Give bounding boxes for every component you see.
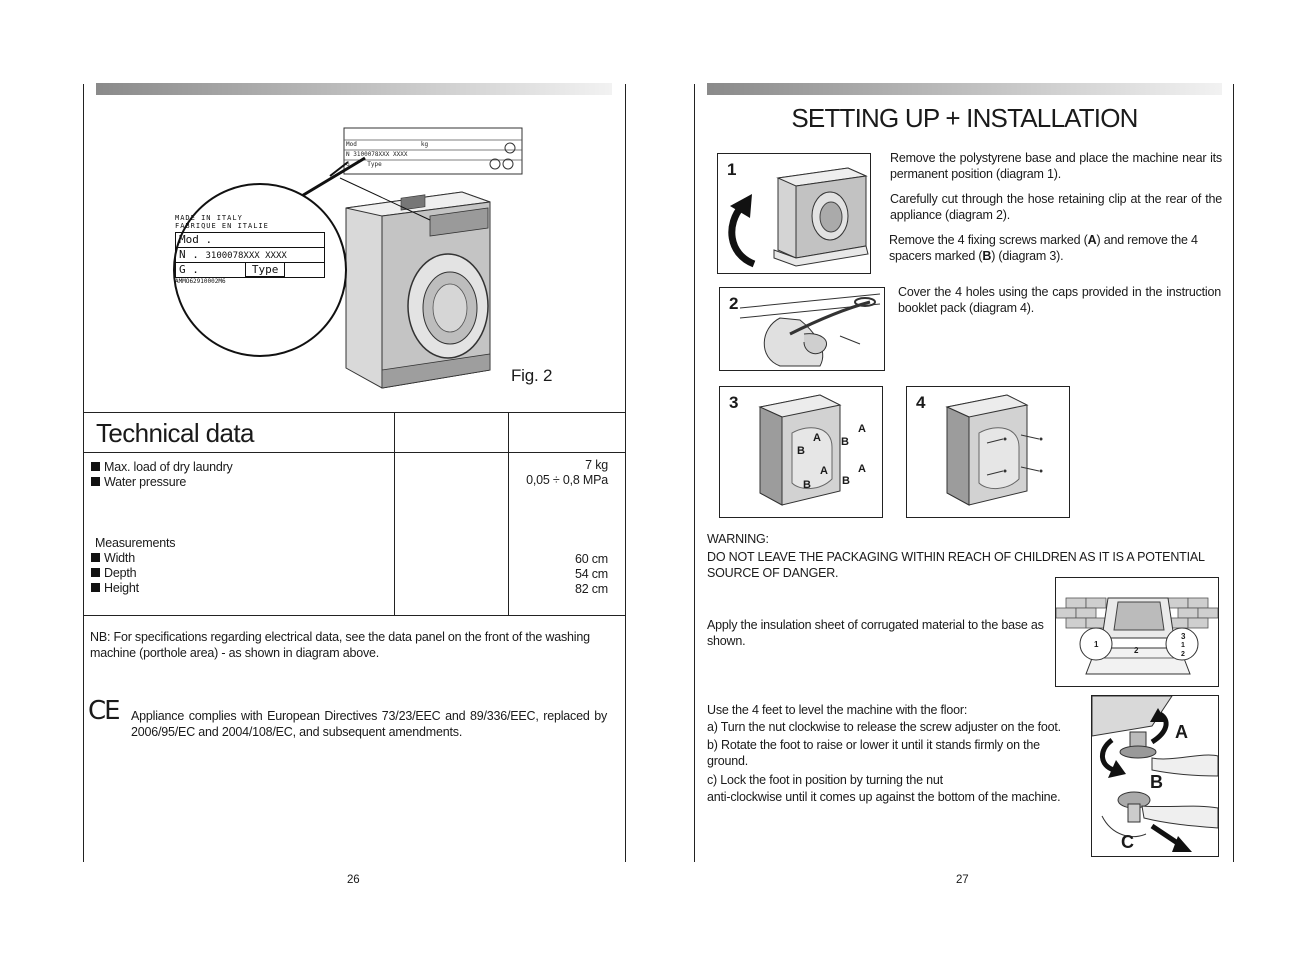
tech-value-max-load: 7 kg xyxy=(585,458,608,472)
table-col-divider-2 xyxy=(508,412,509,616)
plate-closeup-n-label: N xyxy=(179,248,186,261)
step-2-text: Carefully cut through the hose retaining… xyxy=(890,192,1222,222)
table-bottom-line xyxy=(83,615,626,616)
technical-data-heading: Technical data xyxy=(96,418,254,448)
page-number-right: 27 xyxy=(956,874,969,886)
fig2-label: Fig. 2 xyxy=(511,366,553,385)
diagram-3-label-a2: A xyxy=(858,423,866,435)
compliance-text: Appliance complies with European Directi… xyxy=(131,709,607,739)
table-header-line xyxy=(83,452,626,453)
step-3-marker-b: B xyxy=(982,249,992,263)
diagram-3-label-b1: B xyxy=(797,445,805,457)
bullet-square-icon xyxy=(91,583,100,592)
warning-text: DO NOT LEAVE THE PACKAGING WITHIN REACH … xyxy=(707,550,1205,580)
plate-small-n-value: 3100078XXX XXXX xyxy=(353,151,408,158)
right-page-border-left xyxy=(694,84,695,862)
left-page-border-right xyxy=(625,84,626,862)
feet-label-c: C xyxy=(1121,832,1134,852)
plate-small-kg-label: kg xyxy=(420,141,429,148)
diagram-3-label-a1: A xyxy=(813,432,821,444)
step-4-text: Cover the 4 holes using the caps provide… xyxy=(898,285,1221,315)
plate-closeup-type-label: Type xyxy=(244,262,286,277)
right-header-bar xyxy=(707,83,1222,95)
diagram-2-number: 2 xyxy=(729,294,739,313)
fig2-illustration xyxy=(160,120,530,390)
tech-row-width: Width xyxy=(91,550,135,566)
feet-label-b: B xyxy=(1150,772,1163,792)
tech-value-water-pressure: 0,05 ÷ 0,8 MPa xyxy=(526,473,608,487)
plate-closeup-line1: MADE IN ITALY xyxy=(175,214,243,222)
feet-intro: Use the 4 feet to level the machine with… xyxy=(707,703,968,717)
left-page-border-left xyxy=(83,84,84,862)
plate-closeup-line2: FABRIQUE EN ITALIE xyxy=(175,222,269,230)
feet-diagram: A B C xyxy=(1091,695,1219,857)
diagram-3-label-b2: B xyxy=(841,436,849,448)
plate-small-mod-label: Mod xyxy=(346,141,357,148)
plate-small: Mod kg N 3100078XXX XXXX G Type xyxy=(346,140,516,170)
diagram-2: 2 xyxy=(719,287,885,371)
feet-label-a: A xyxy=(1175,722,1188,742)
plate-small-n-label: N xyxy=(346,151,350,158)
diagram-1-number: 1 xyxy=(727,160,737,179)
diagram-3-label-a4: A xyxy=(858,463,866,475)
diagram-3-label-a3: A xyxy=(820,465,828,477)
feet-step-a: a) Turn the nut clockwise to release the… xyxy=(707,720,1061,734)
tech-row-height: Height xyxy=(91,580,139,596)
nb-electrical-note: NB: For specifications regarding electri… xyxy=(90,630,590,660)
insulation-text: Apply the insulation sheet of corrugated… xyxy=(707,618,1044,648)
page-number-left: 26 xyxy=(347,874,360,886)
insulation-label-4: 1 xyxy=(1181,642,1185,649)
tech-row-depth: Depth xyxy=(91,565,137,581)
bullet-square-icon xyxy=(91,553,100,562)
tech-value-height: 82 cm xyxy=(574,582,608,596)
plate-closeup-code: AMMO62910002M6 xyxy=(175,278,226,285)
diagram-1: 1 xyxy=(717,153,871,274)
diagram-3-label-b3: B xyxy=(803,479,811,491)
bullet-square-icon xyxy=(91,462,100,471)
diagram-3-label-b4: B xyxy=(842,475,850,487)
tech-row-water-pressure: Water pressure xyxy=(91,474,186,490)
tech-value-width: 60 cm xyxy=(574,552,608,566)
step-3-text: Remove the 4 fixing screws marked (A) an… xyxy=(889,233,1198,263)
step-3-marker-a: A xyxy=(1087,233,1097,247)
plate-closeup-n-value: 3100078XXX XXXX xyxy=(205,251,287,261)
diagram-3: 3 A B A B A B A B xyxy=(719,386,883,518)
bullet-square-icon xyxy=(91,477,100,486)
insulation-diagram: 1 2 3 1 2 xyxy=(1055,577,1219,687)
plate-closeup-box: Mod . N . 3100078XXX XXXX G .Type xyxy=(175,232,325,278)
table-col-divider-1 xyxy=(394,412,395,616)
feet-step-c: c) Lock the foot in position by turning … xyxy=(707,773,943,787)
diagram-4-number: 4 xyxy=(916,393,926,412)
feet-step-c-continued: anti-clockwise until it comes up against… xyxy=(707,790,1061,804)
insulation-label-1: 1 xyxy=(1094,640,1099,649)
diagram-3-number: 3 xyxy=(729,393,739,412)
insulation-label-3: 3 xyxy=(1181,632,1186,641)
ce-mark-icon: CE xyxy=(88,696,121,726)
diagram-4: 4 xyxy=(906,386,1070,518)
plate-small-type-label: Type xyxy=(367,161,382,168)
tech-row-max-load: Max. load of dry laundry xyxy=(91,459,233,475)
step-1-text: Remove the polystyrene base and place th… xyxy=(890,151,1222,181)
plate-closeup-g-label: G xyxy=(179,263,186,276)
insulation-label-2: 2 xyxy=(1134,646,1139,655)
plate-small-g-label: G xyxy=(346,161,350,168)
plate-closeup-mod-label: Mod xyxy=(179,233,199,246)
insulation-label-5: 2 xyxy=(1181,651,1185,658)
right-page-border-right xyxy=(1233,84,1234,862)
measurements-label: Measurements xyxy=(95,536,176,550)
plate-closeup: MADE IN ITALY FABRIQUE EN ITALIE Mod . N… xyxy=(175,214,327,290)
bullet-square-icon xyxy=(91,568,100,577)
installation-title: SETTING UP + INSTALLATION xyxy=(791,103,1138,133)
table-top-line xyxy=(83,412,626,413)
feet-step-b: b) Rotate the foot to raise or lower it … xyxy=(707,738,1040,768)
tech-value-depth: 54 cm xyxy=(574,567,608,581)
left-header-bar xyxy=(96,83,612,95)
warning-title: WARNING: xyxy=(707,532,769,546)
